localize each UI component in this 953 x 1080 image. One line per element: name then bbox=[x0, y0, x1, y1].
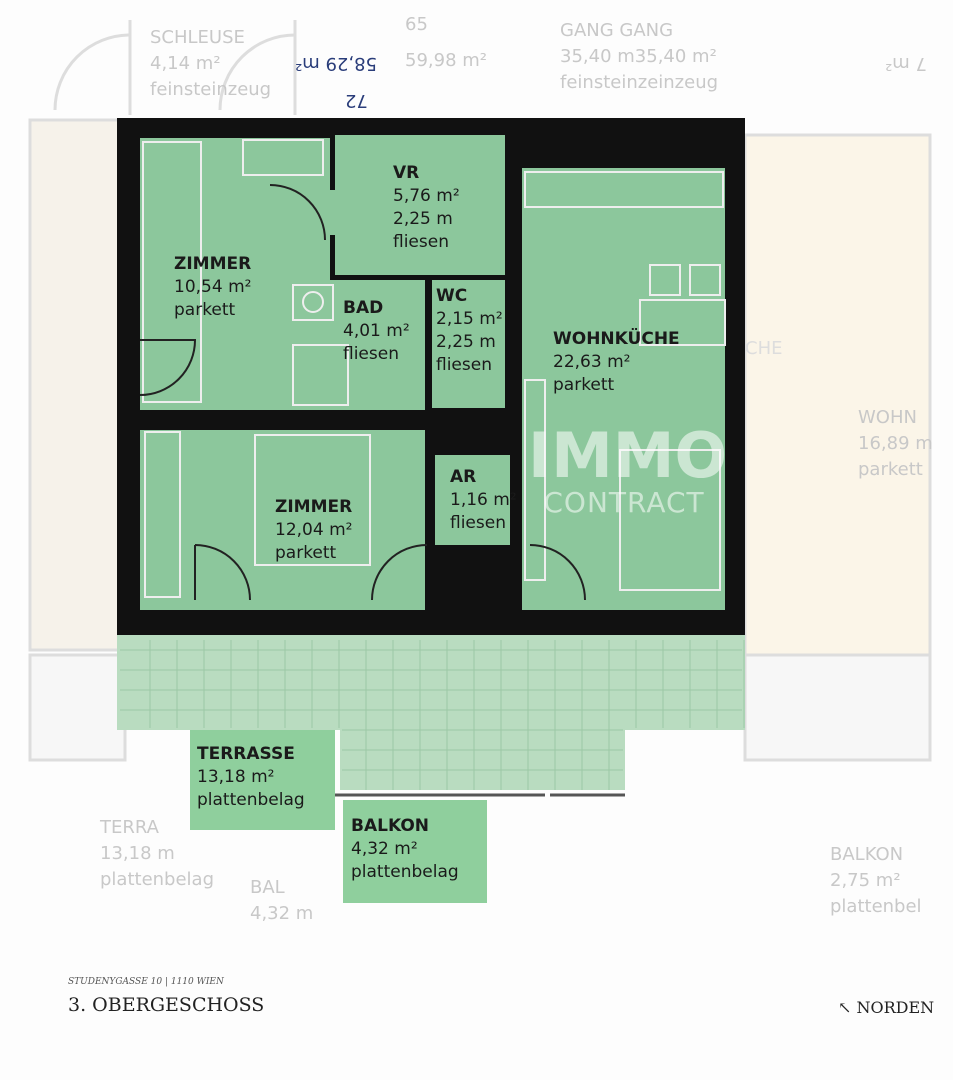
ghost-balkon-right: BALKON 2,75 m² plattenbel bbox=[830, 842, 922, 920]
furniture bbox=[142, 139, 726, 598]
ghost-wohn: WOHN 16,89 m parkett bbox=[858, 405, 933, 483]
ghost-floor: plattenbelag bbox=[100, 869, 215, 890]
room-height: 2,25 m bbox=[393, 209, 453, 229]
room-area: 5,76 m² bbox=[393, 186, 460, 206]
room-area: 22,63 m² bbox=[553, 352, 631, 372]
room-name: WC bbox=[436, 286, 468, 306]
ghost-floor: feinsteinzeinzeug bbox=[560, 72, 719, 93]
room-floor: fliesen bbox=[436, 355, 492, 375]
ghost-unit65: 65 59,98 m² bbox=[405, 12, 487, 74]
room-floor: fliesen bbox=[393, 232, 449, 252]
room-ar: AR 1,16 m² fliesen bbox=[450, 466, 520, 535]
neighbor-units bbox=[28, 20, 932, 762]
room-area: 2,15 m² bbox=[436, 309, 503, 329]
ghost-area: 13,18 m bbox=[100, 843, 175, 864]
room-name: VR bbox=[393, 163, 420, 183]
room-floor: fliesen bbox=[450, 513, 506, 533]
footer-address: STUDENYGASSE 10 | 1110 WIEN bbox=[68, 977, 224, 987]
ghost-terrasse: TERRA 13,18 m plattenbelag bbox=[100, 815, 214, 893]
room-area: 4,01 m² bbox=[343, 321, 410, 341]
room-name: TERRASSE bbox=[197, 744, 295, 764]
doors bbox=[139, 184, 586, 601]
room-terrasse: TERRASSE 13,18 m² plattenbelag bbox=[197, 743, 305, 812]
room-bad: BAD 4,01 m² fliesen bbox=[343, 297, 410, 366]
room-vr: VR 5,76 m² 2,25 m fliesen bbox=[393, 162, 460, 254]
ghost-floor: plattenbel bbox=[830, 896, 922, 917]
room-name: BAD bbox=[343, 298, 384, 318]
ghost-balkon-left: BAL 4,32 m bbox=[250, 875, 313, 927]
room-name: ZIMMER bbox=[174, 254, 252, 274]
room-zimmer-2: ZIMMER 12,04 m² parkett bbox=[275, 496, 352, 565]
north-indicator: ↖ NORDEN bbox=[838, 998, 935, 1017]
ghost-floor: parkett bbox=[858, 459, 923, 480]
room-area: 12,04 m² bbox=[275, 520, 353, 540]
ghost-area: 2,75 m² bbox=[830, 870, 901, 891]
room-name: WOHNKÜCHE bbox=[553, 329, 680, 349]
flipped-area: 58,29 m² bbox=[295, 53, 378, 74]
ghost-floor: feinsteinzeug bbox=[150, 79, 272, 100]
ghost-name: SCHLEUSE bbox=[150, 27, 245, 48]
ghost-name: WOHN bbox=[858, 407, 917, 428]
ghost-area: 16,89 m bbox=[858, 433, 933, 454]
room-floor: fliesen bbox=[343, 344, 399, 364]
room-zimmer-1: ZIMMER 10,54 m² parkett bbox=[174, 253, 251, 322]
room-name: BALKON bbox=[351, 816, 430, 836]
ghost-name: GANG GANG bbox=[560, 20, 674, 41]
flipped-unit: 72 bbox=[345, 90, 368, 111]
room-wohnkueche: WOHNKÜCHE 22,63 m² parkett bbox=[553, 328, 680, 397]
room-name: AR bbox=[450, 467, 477, 487]
ghost-area: 4,14 m² bbox=[150, 53, 221, 74]
room-area: 1,16 m² bbox=[450, 490, 517, 510]
ghost-name: 65 bbox=[405, 14, 428, 35]
ghost-area: 59,98 m² bbox=[405, 50, 488, 71]
ghost-name: BAL bbox=[250, 877, 285, 898]
room-floor: parkett bbox=[275, 543, 337, 563]
ghost-area: 35,40 m35,40 m² bbox=[560, 46, 717, 67]
room-height: 2,25 m bbox=[436, 332, 496, 352]
ghost-schleuse: SCHLEUSE 4,14 m² feinsteinzeug bbox=[150, 25, 271, 103]
ghost-right-top: 7 m² bbox=[885, 53, 927, 74]
room-wc: WC 2,15 m² 2,25 m fliesen bbox=[436, 285, 506, 377]
footer-floor-title: 3. OBERGESCHOSS bbox=[68, 994, 265, 1016]
room-balkon: BALKON 4,32 m² plattenbelag bbox=[351, 815, 459, 884]
room-floor: parkett bbox=[553, 375, 615, 395]
ghost-area: 4,32 m bbox=[250, 903, 314, 924]
ghost-gang: GANG GANG 35,40 m35,40 m² feinsteinzeinz… bbox=[560, 18, 718, 96]
room-area: 4,32 m² bbox=[351, 839, 418, 859]
rooms bbox=[117, 118, 745, 635]
room-floor: parkett bbox=[174, 300, 236, 320]
ghost-name: BALKON bbox=[830, 844, 904, 865]
room-area: 13,18 m² bbox=[197, 767, 275, 787]
room-floor: plattenbelag bbox=[351, 862, 459, 882]
room-floor: plattenbelag bbox=[197, 790, 305, 810]
ghost-che: CHE bbox=[745, 338, 783, 359]
terrace-area bbox=[117, 635, 745, 903]
ghost-name: TERRA bbox=[100, 817, 159, 838]
room-area: 10,54 m² bbox=[174, 277, 252, 297]
room-name: ZIMMER bbox=[275, 497, 353, 517]
